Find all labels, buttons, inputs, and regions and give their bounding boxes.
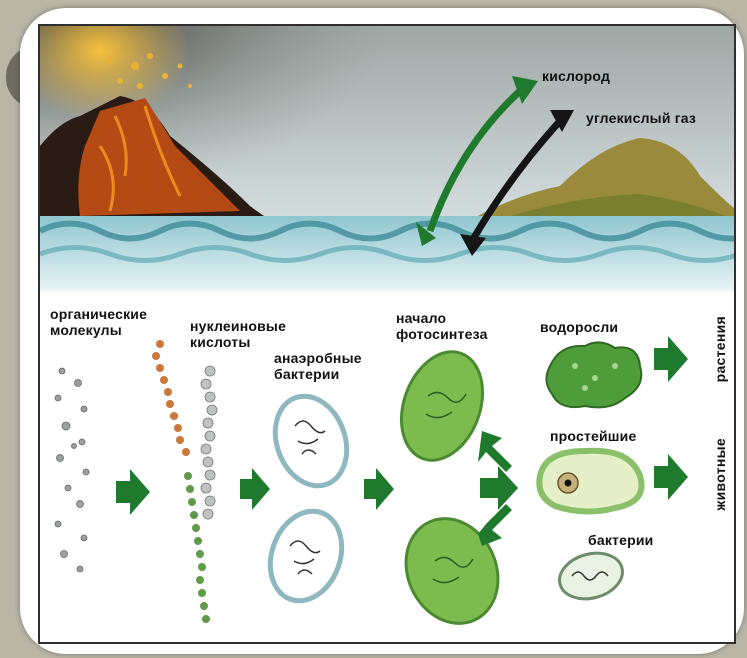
organic-molecule-dots xyxy=(55,368,89,572)
co2-label: углекислый газ xyxy=(586,110,696,126)
organic-molecules-label: органические молекулы xyxy=(50,306,147,338)
bacteria-cell xyxy=(554,546,627,605)
protozoa-label: простейшие xyxy=(550,428,636,444)
photosynthesis-start-label: начало фотосинтеза xyxy=(396,310,488,342)
evolution-diagram: кислород углекислый газ органические мол… xyxy=(38,24,736,644)
algae-label: водоросли xyxy=(540,319,618,335)
nucleic-acids-label: нуклеиновые кислоты xyxy=(190,318,286,350)
bacteria-label: бактерии xyxy=(588,532,653,548)
protozoa-cell xyxy=(539,451,641,512)
plants-label: растения xyxy=(712,316,728,382)
anaerobic-bacteria-label: анаэробные бактерии xyxy=(274,350,362,382)
nucleic-acid-chains xyxy=(152,340,217,623)
animals-label: животные xyxy=(712,438,728,511)
algae-cell xyxy=(546,342,641,407)
anaerobic-bacteria-cells xyxy=(258,386,358,611)
oxygen-label: кислород xyxy=(542,68,610,84)
